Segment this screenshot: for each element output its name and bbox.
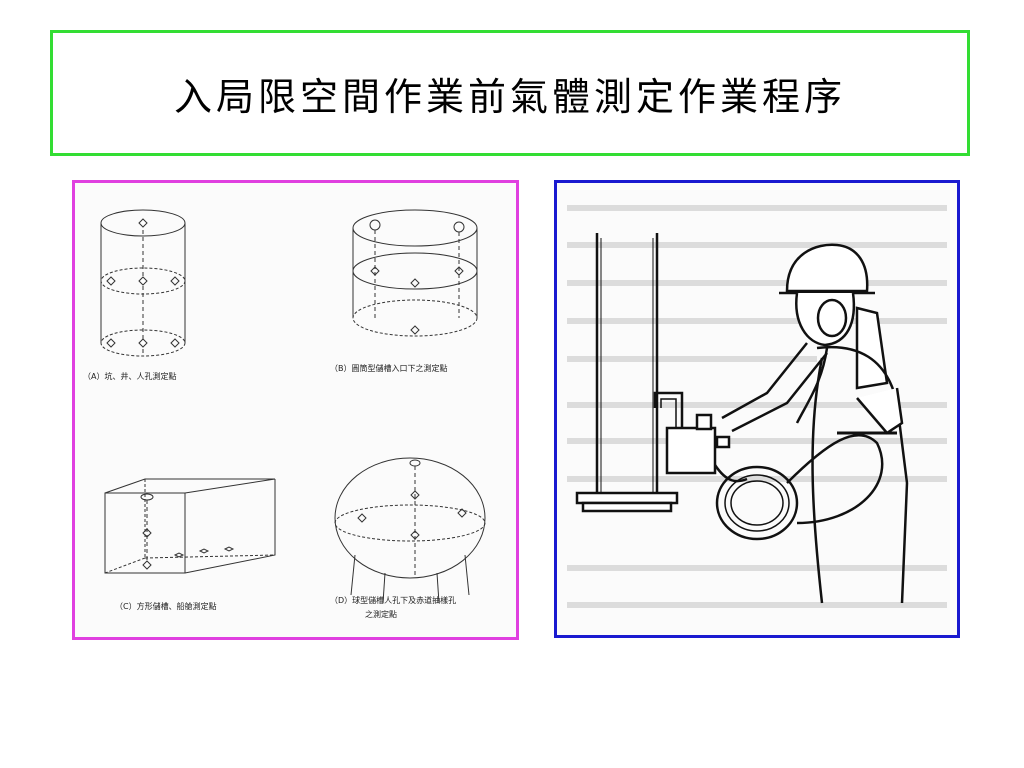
worker-drawing — [567, 205, 947, 608]
caption-b: （B）圓筒型儲槽入口下之測定點 — [330, 364, 448, 373]
measurement-points-figure: （A）坑、井、人孔測定點 （B）圓筒型儲槽入口下之測定點 （C）方形儲槽、船艙測… — [72, 180, 519, 640]
caption-c: （C）方形儲槽、船艙測定點 — [115, 602, 217, 611]
caption-a: （A）坑、井、人孔測定點 — [83, 372, 177, 381]
manhole-pipes — [575, 233, 679, 513]
title-box: 入局限空間作業前氣體測定作業程序 — [50, 30, 970, 156]
hose-coil — [713, 433, 884, 541]
spherical-tank-diagram — [334, 457, 486, 604]
measurement-points-drawing — [100, 209, 486, 604]
slide-title: 入局限空間作業前氣體測定作業程序 — [173, 74, 846, 119]
gas-detector — [653, 391, 731, 475]
worker-figure — [721, 243, 909, 604]
box-tank-diagram — [104, 478, 276, 574]
caption-d-line2: 之測定點 — [365, 610, 397, 619]
background-text-lines — [567, 205, 947, 608]
caption-d-line1: （D）球型儲槽人孔下及赤道抽樣孔 — [330, 596, 457, 605]
manhole-cylinder-diagram — [100, 209, 186, 357]
worker-gas-testing-illustration — [554, 180, 960, 638]
cylindrical-tank-diagram — [352, 209, 478, 337]
